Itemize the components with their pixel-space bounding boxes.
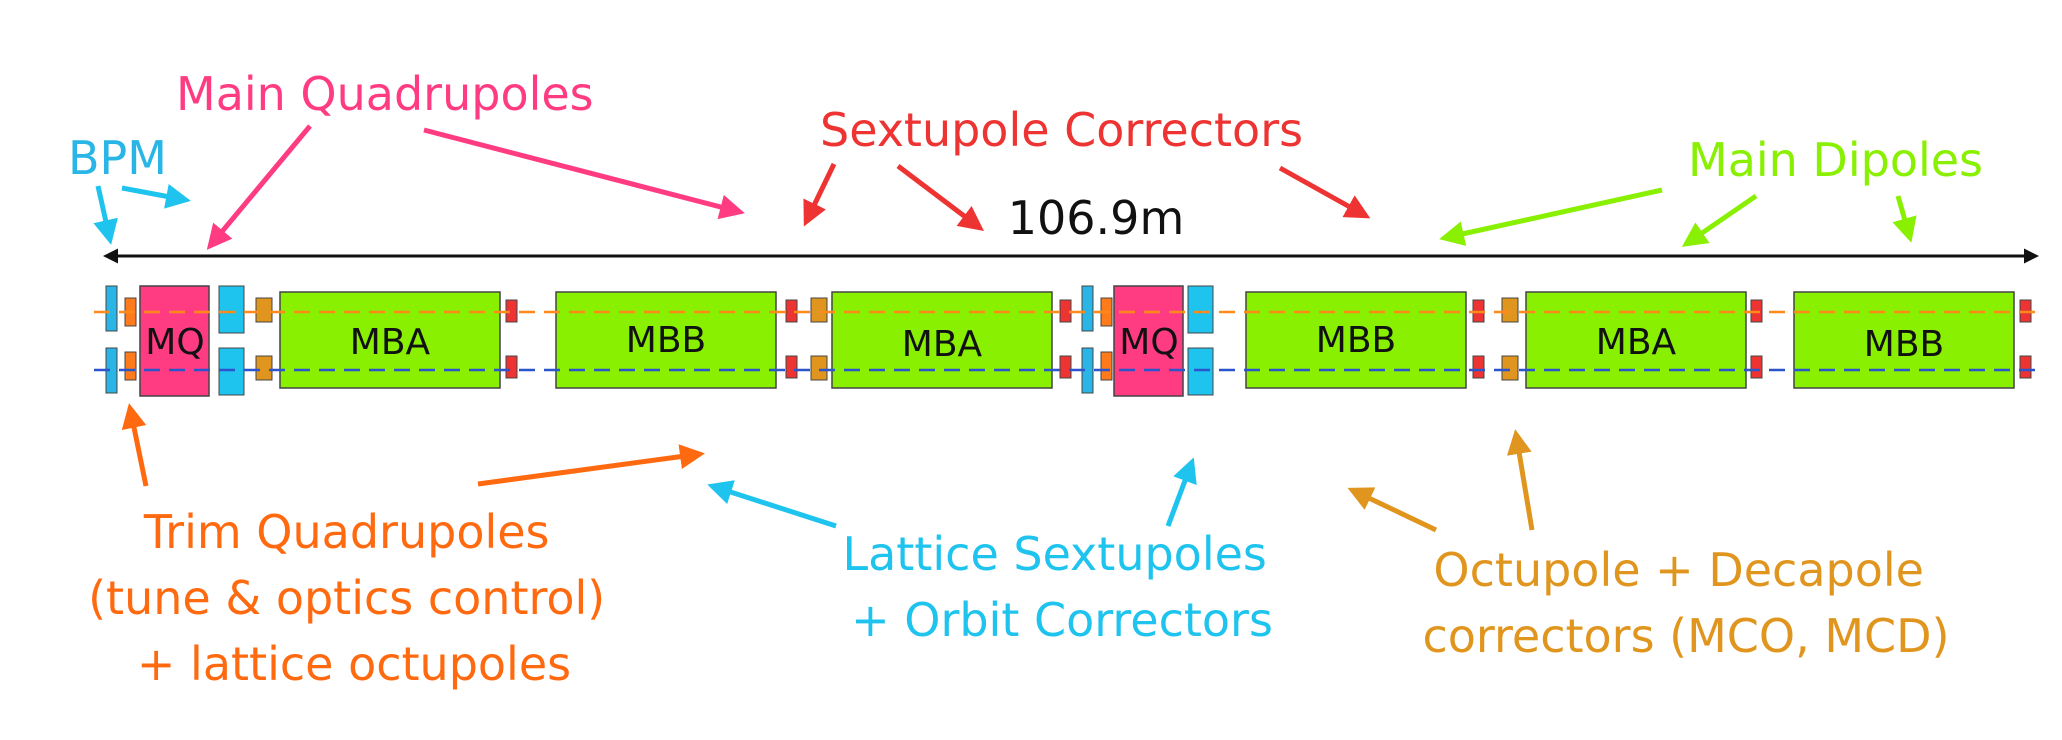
trim-quadrupole-1-lower: [124, 351, 137, 381]
bpm-2-upper: [1081, 285, 1094, 332]
mco-mcd-1-upper: [255, 297, 273, 323]
quadrupole-mq-1: [139, 285, 210, 397]
main-quadrupoles-arrows: [206, 124, 745, 250]
dipole-mba-2: [831, 291, 1053, 389]
label-lattice-sextupoles-line-2: + Orbit Correctors: [851, 593, 1273, 647]
lattice-sextupoles-arrows: [707, 457, 1197, 529]
magnet-label-mq-2: MQ: [1119, 322, 1178, 363]
label-trim-quadrupoles: Trim Quadrupoles (tune & optics control)…: [88, 505, 620, 691]
lattice-sextupole-1-lower: [218, 347, 245, 396]
dipole-mba-3: [1525, 291, 1747, 389]
mcs-1-lower: [505, 355, 518, 379]
magnet-label-mq-1: MQ: [145, 322, 204, 363]
mcs-6-lower: [2019, 355, 2032, 379]
main-dipoles: [279, 291, 2015, 389]
sextupole-correctors-arrows: [803, 162, 1371, 232]
label-trim-quadrupoles-line-1: Trim Quadrupoles: [143, 505, 550, 559]
mcs-4-lower: [1472, 355, 1485, 379]
label-octupole-decapole-line-1: Octupole + Decapole: [1433, 543, 1924, 597]
label-trim-quadrupoles-line-2: (tune & optics control): [88, 571, 605, 625]
bpm-arrows: [93, 184, 191, 245]
mco-mcd-2-lower: [810, 355, 828, 381]
mco-mcd-2-upper: [810, 297, 828, 323]
mcs-3-lower: [1059, 355, 1072, 379]
main-dipoles-arrows: [1439, 187, 1917, 247]
mco-mcd-1-lower: [255, 355, 273, 381]
mcs-5-lower: [1750, 355, 1763, 379]
magnet-label-mbb-3: MBB: [1864, 324, 1944, 365]
magnet-label-mbb-1: MBB: [626, 320, 706, 361]
label-main-quadrupoles: Main Quadrupoles: [176, 67, 594, 121]
magnet-label-mba-3: MBA: [1596, 322, 1677, 363]
mcs-2-lower: [785, 355, 798, 379]
lattice-sextupole-2-lower: [1187, 347, 1214, 396]
label-octupole-decapole: Octupole + Decapole correctors (MCO, MCD…: [1422, 543, 1949, 663]
dipole-mbb-3: [1793, 291, 2015, 389]
label-lattice-sextupoles: Lattice Sextupoles + Orbit Correctors: [842, 527, 1281, 647]
mco-mcd-3-lower: [1501, 355, 1519, 381]
lattice-sextupole-1-upper: [218, 285, 245, 334]
octupole-decapole-arrows: [1347, 429, 1535, 533]
label-trim-quadrupoles-line-3: + lattice octupoles: [137, 637, 571, 691]
dipole-mba-1: [279, 291, 501, 389]
label-sextupole-correctors: Sextupole Correctors: [820, 103, 1303, 157]
label-lattice-sextupoles-line-1: Lattice Sextupoles: [842, 527, 1266, 581]
dipole-mbb-2: [1245, 291, 1467, 389]
label-main-dipoles: Main Dipoles: [1688, 133, 1983, 187]
trim-quadrupoles-arrows: [121, 403, 705, 487]
magnet-label-mba-1: MBA: [350, 322, 431, 363]
quadrupole-mq-2: [1113, 285, 1184, 397]
main-quadrupoles-shapes: [139, 285, 1184, 397]
lattice-sextupole-2-upper: [1187, 285, 1214, 334]
dipole-mbb-1: [555, 291, 777, 389]
octupole-decapole-shapes: [255, 297, 1519, 381]
magnet-label-mba-2: MBA: [902, 324, 983, 365]
length-label: 106.9m: [1008, 191, 1185, 245]
label-octupole-decapole-line-2: correctors (MCO, MCD): [1422, 609, 1949, 663]
magnet-label-mbb-2: MBB: [1316, 320, 1396, 361]
bpm-1-upper: [105, 285, 118, 332]
lattice-sextupole-shapes: [218, 285, 1214, 396]
mco-mcd-3-upper: [1501, 297, 1519, 323]
trim-quadrupole-2-lower: [1100, 351, 1113, 381]
label-bpm: BPM: [68, 131, 167, 185]
